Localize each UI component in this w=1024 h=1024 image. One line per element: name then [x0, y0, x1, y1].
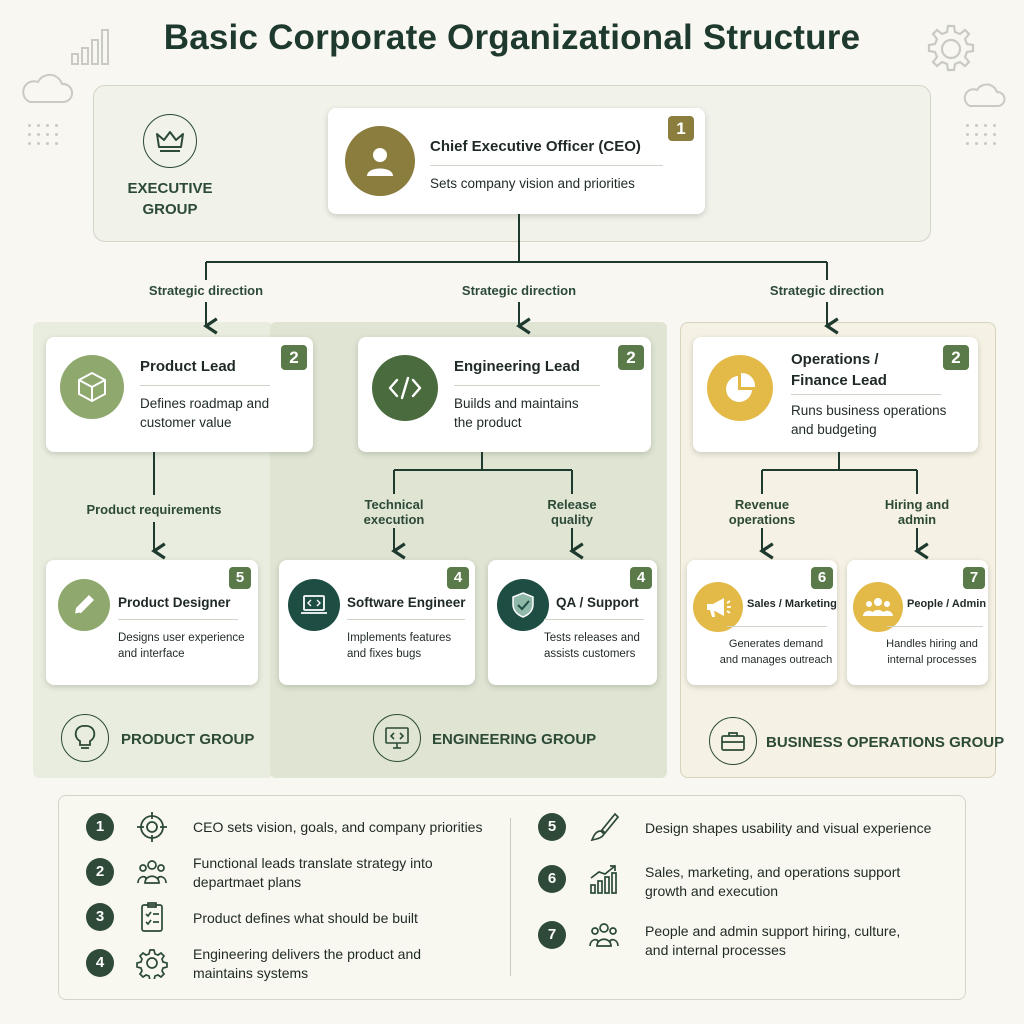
- checklist-icon: [141, 902, 163, 932]
- user-icon: [345, 126, 415, 196]
- box-icon: [60, 355, 124, 419]
- card-title: Operations /Finance Lead: [791, 351, 887, 389]
- legend-number: 4: [86, 949, 114, 977]
- card-title: Engineering Lead: [454, 358, 580, 375]
- card-badge: 2: [618, 345, 644, 370]
- card-title: QA / Support: [556, 595, 639, 610]
- card-title: People / Admin: [907, 598, 987, 610]
- people-icon: [853, 582, 903, 632]
- briefcase-icon: [709, 717, 757, 765]
- dot-pattern: [966, 124, 996, 145]
- dot-pattern: [28, 124, 58, 145]
- card-title: Chief Executive Officer (CEO): [430, 138, 641, 155]
- connector-label-strategic-engineering: Strategic direction: [461, 283, 577, 298]
- legend-number: 7: [538, 921, 566, 949]
- code-icon: [372, 355, 438, 421]
- legend-text: Functional leads translate strategy into…: [193, 855, 433, 890]
- ceo-card[interactable]: Chief Executive Officer (CEO) Sets compa…: [328, 108, 705, 214]
- legend-divider: [510, 818, 511, 976]
- gear-icon: [927, 24, 975, 72]
- crown-icon: [143, 114, 197, 168]
- legend-number: 3: [86, 903, 114, 931]
- pencil-icon: [58, 579, 110, 631]
- legend-text: Design shapes usability and visual exper…: [645, 820, 932, 836]
- cloud-icon: [963, 83, 1006, 107]
- connector-label-product-requirements: Product requirements: [86, 502, 222, 517]
- card-title: Sales / Marketing: [747, 598, 837, 610]
- card-title: Product Designer: [118, 595, 231, 610]
- operations-lead-card[interactable]: Operations /Finance Lead Runs business o…: [693, 337, 978, 452]
- card-badge: 5: [229, 567, 251, 589]
- connector-label-strategic-operations: Strategic direction: [769, 283, 885, 298]
- operations-group-label: BUSINESS OPERATIONS GROUP: [766, 734, 1005, 751]
- legend-number: 6: [538, 865, 566, 893]
- card-description: Sets company vision and priorities: [430, 176, 635, 191]
- card-title: Product Lead: [140, 358, 236, 375]
- growth-chart-icon: [590, 865, 617, 894]
- legend-number: 5: [538, 813, 566, 841]
- executive-group-label: EXECUTIVE GROUP: [127, 180, 213, 218]
- legend-number: 2: [86, 858, 114, 886]
- shield-check-icon: [497, 579, 549, 631]
- card-badge: 6: [811, 567, 833, 589]
- legend-text: Sales, marketing, and operations support…: [645, 864, 901, 899]
- gear-icon: [136, 949, 168, 979]
- legend-text: People and admin support hiring, culture…: [645, 923, 901, 958]
- product-designer-card[interactable]: Product Designer Designs user experience…: [46, 560, 258, 685]
- megaphone-icon: [693, 582, 743, 632]
- legend-number: 1: [86, 813, 114, 841]
- lightbulb-icon: [61, 714, 109, 762]
- legend-text: CEO sets vision, goals, and company prio…: [193, 819, 483, 835]
- team-icon: [589, 923, 619, 947]
- card-title: Software Engineer: [347, 595, 466, 610]
- brush-icon: [590, 812, 620, 842]
- card-badge: 2: [943, 345, 969, 370]
- engineering-group-label: ENGINEERING GROUP: [432, 731, 597, 748]
- card-badge: 4: [630, 567, 652, 589]
- bar-chart-icon: [71, 29, 109, 65]
- card-badge: 7: [963, 567, 985, 589]
- laptop-code-icon: [288, 579, 340, 631]
- target-icon: [137, 812, 167, 842]
- pie-chart-icon: [707, 355, 773, 421]
- legend-text: Product defines what should be built: [193, 910, 418, 926]
- card-badge: 4: [447, 567, 469, 589]
- card-badge: 1: [668, 116, 694, 141]
- cloud-icon: [22, 73, 73, 103]
- connector-label-strategic-product: Strategic direction: [148, 283, 264, 298]
- page-title: Basic Corporate Organizational Structure: [163, 18, 861, 57]
- card-badge: 2: [281, 345, 307, 370]
- legend-panel: [58, 795, 966, 1000]
- team-icon: [137, 860, 167, 884]
- monitor-code-icon: [373, 714, 421, 762]
- product-group-label: PRODUCT GROUP: [121, 731, 255, 748]
